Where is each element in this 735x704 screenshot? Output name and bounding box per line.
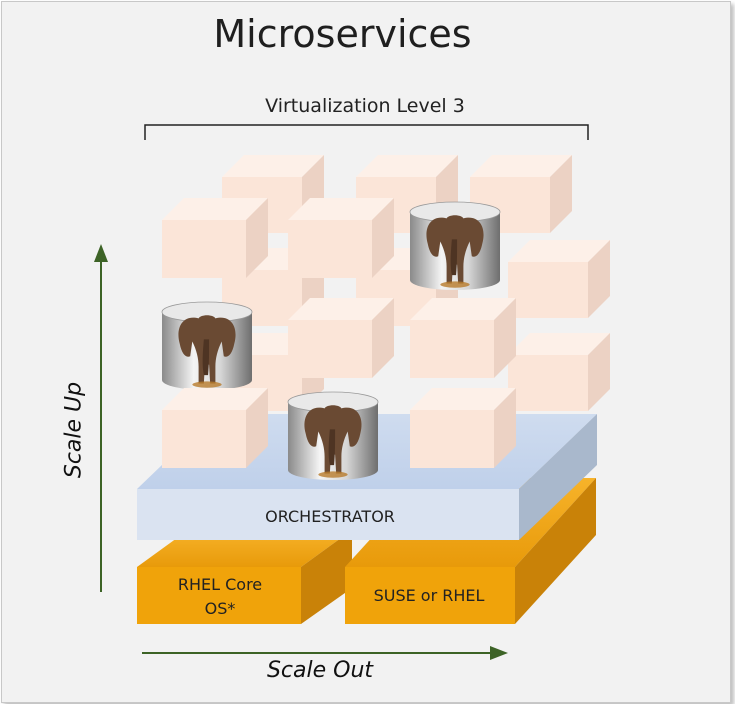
scale-up-arrow <box>94 244 108 592</box>
os-block-rhel <box>137 530 352 624</box>
container-top <box>410 298 516 320</box>
container-6 <box>410 298 516 378</box>
container-face <box>162 220 246 278</box>
container-side <box>588 333 610 411</box>
suse-or-rhel-label: SUSE or RHEL <box>373 586 485 605</box>
container-face <box>162 410 246 468</box>
orchestrator-label: ORCHESTRATOR <box>265 507 395 526</box>
container-side <box>372 198 394 278</box>
scale-up-label: Scale Up <box>61 381 87 479</box>
container-side <box>246 388 268 468</box>
container-face <box>508 262 588 318</box>
rhel-core-label: RHEL Core OS* <box>140 573 300 621</box>
container-face <box>410 320 494 378</box>
container-top <box>508 333 610 355</box>
container-back-3 <box>470 155 572 233</box>
container-top <box>162 198 268 220</box>
scale-out-label: Scale Out <box>266 658 374 683</box>
container-back-4 <box>508 240 610 318</box>
container-top <box>222 155 324 177</box>
container-face <box>288 320 372 378</box>
diagram-title: Microservices <box>213 12 472 56</box>
container-top <box>508 240 610 262</box>
container-top <box>162 388 268 410</box>
container-side <box>246 198 268 278</box>
container-top <box>356 155 458 177</box>
container-2 <box>288 198 394 278</box>
container-top <box>288 198 394 220</box>
scale-out-arrow <box>142 646 508 660</box>
container-top <box>288 298 394 320</box>
container-7 <box>162 388 268 468</box>
container-face <box>508 355 588 411</box>
container-side <box>372 298 394 378</box>
database-container-8 <box>287 391 379 480</box>
rhel-core-label-line-1: RHEL Core <box>177 575 263 594</box>
container-top <box>410 388 516 410</box>
container-1 <box>162 198 268 278</box>
container-side <box>494 298 516 378</box>
container-5 <box>288 298 394 378</box>
container-9 <box>410 388 516 468</box>
container-back-5 <box>508 333 610 411</box>
container-face <box>288 220 372 278</box>
database-container-3 <box>409 201 501 290</box>
database-container-4 <box>161 301 253 390</box>
container-side <box>494 388 516 468</box>
virtualization-level-label: Virtualization Level 3 <box>265 95 465 117</box>
virtualization-bracket <box>144 124 589 140</box>
container-face <box>410 410 494 468</box>
container-grid <box>161 155 610 480</box>
container-top <box>470 155 572 177</box>
rhel-core-label-line-2: OS* <box>204 599 236 618</box>
container-side <box>588 240 610 318</box>
container-side <box>550 155 572 233</box>
